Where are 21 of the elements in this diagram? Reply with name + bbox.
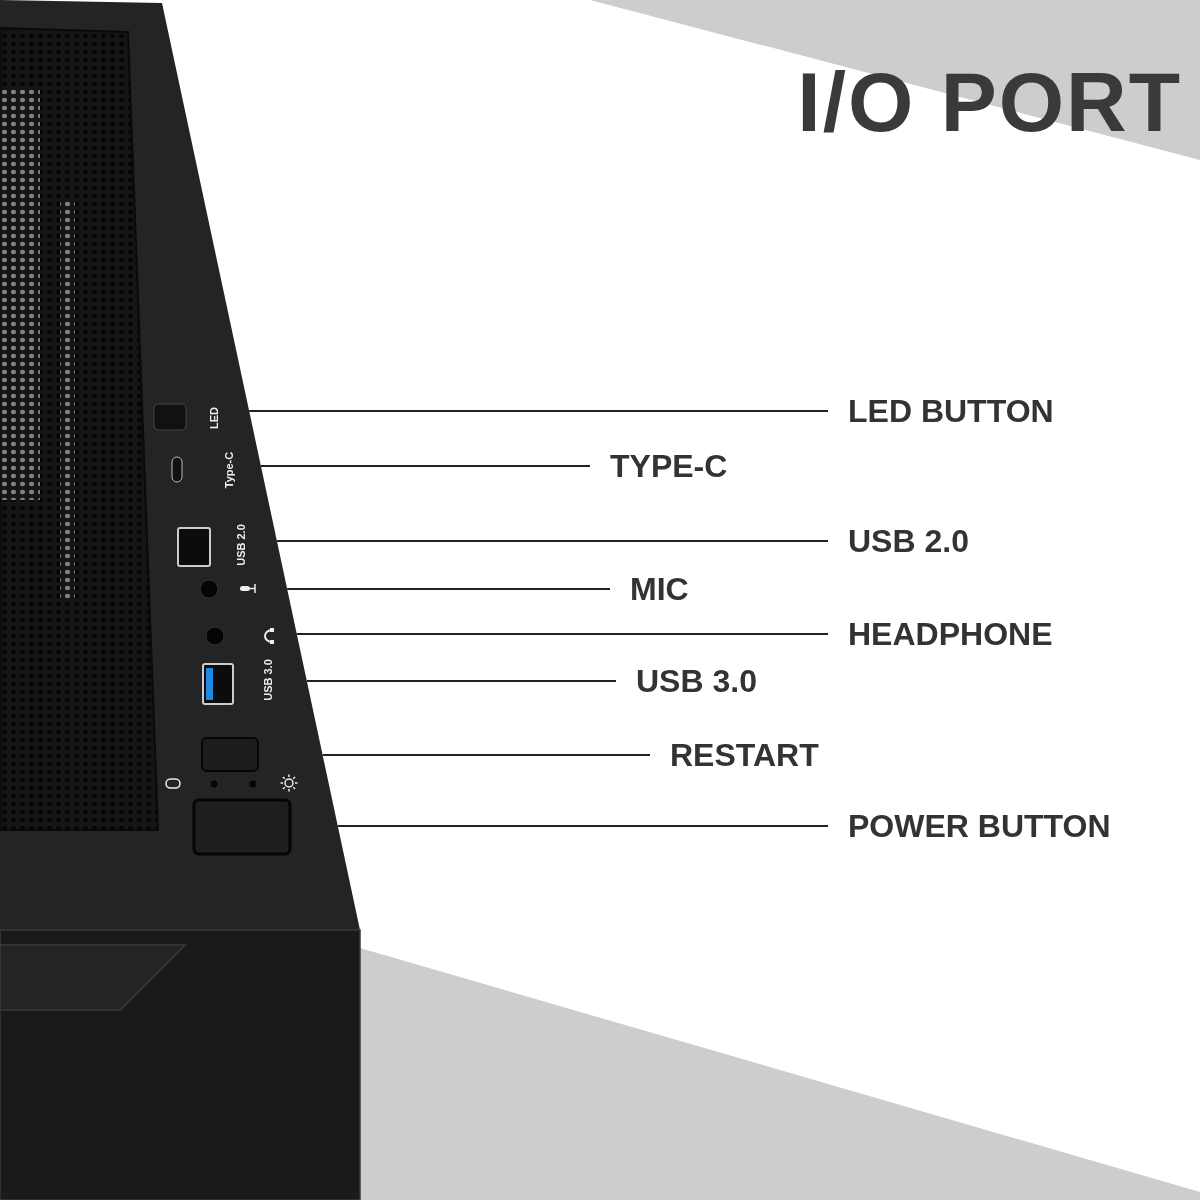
callout-label: RESTART [650, 737, 819, 773]
callout-label: USB 2.0 [828, 523, 969, 559]
callout-label: POWER BUTTON [828, 808, 1111, 844]
leader-line [248, 410, 829, 412]
port-label: Type-C [223, 451, 235, 489]
title: I/O PORT [797, 54, 1182, 151]
callout-label: LED BUTTON [828, 393, 1054, 429]
port-label: LED [208, 407, 220, 429]
leader-line [259, 465, 591, 467]
leader-line [295, 633, 829, 635]
port-label: USB 3.0 [262, 659, 274, 701]
leader-line [336, 825, 829, 827]
callout-label: MIC [610, 571, 689, 607]
leader-line [286, 588, 611, 590]
leader-line [305, 680, 617, 682]
callout-label: HEADPHONE [828, 616, 1053, 652]
callout-label: USB 3.0 [616, 663, 757, 699]
leader-line [321, 754, 651, 756]
leader-line [275, 540, 829, 542]
port-label: USB 2.0 [235, 524, 247, 566]
callout-label: TYPE-C [590, 448, 728, 484]
